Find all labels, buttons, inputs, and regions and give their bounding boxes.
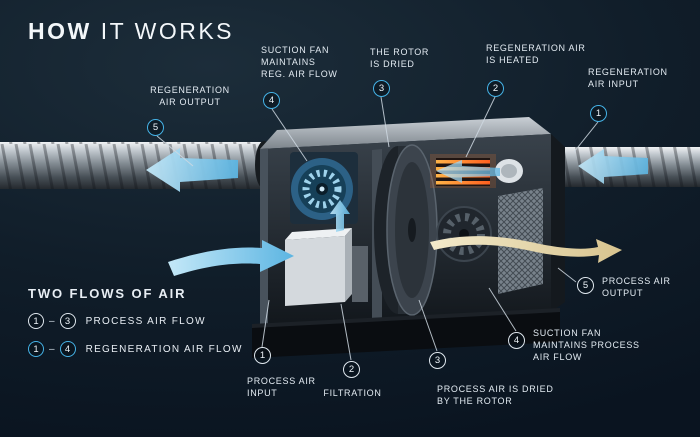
callout-number-regen-air-heated: 2	[487, 80, 504, 97]
callout-label-regen-air-input: REGENERATION AIR INPUT	[588, 67, 668, 90]
callout-number-process-air-input: 1	[254, 347, 271, 364]
legend-circle-process-to: 3	[59, 313, 76, 329]
callout-number-process-air-output: 5	[577, 277, 594, 294]
callout-label-rotor-is-dried: THE ROTOR IS DRIED	[370, 47, 430, 70]
legend-circle-process-from: 1	[28, 313, 44, 329]
callout-number-suction-fan-reg: 4	[263, 92, 280, 109]
callout-number-process-air-dried: 3	[429, 352, 446, 369]
process-output-arrow	[430, 236, 622, 263]
legend-dash: –	[49, 315, 55, 327]
callout-label-regen-air-heated: REGENERATION AIR IS HEATED	[486, 43, 586, 66]
cabinet-right-face	[551, 134, 565, 312]
callout-label-suction-fan-process: SUCTION FAN MAINTAINS PROCESS AIR FLOW	[533, 328, 640, 363]
legend: TWO FLOWS OF AIR 1 – 3 PROCESS AIR FLOW …	[28, 286, 243, 357]
legend-circle-regen-from: 1	[28, 341, 44, 357]
cabinet-left-edge	[260, 149, 268, 330]
legend-dash: –	[49, 343, 55, 355]
legend-row-regeneration: 1 – 4 REGENERATION AIR FLOW	[28, 341, 243, 357]
callout-number-rotor-is-dried: 3	[373, 80, 390, 97]
page-title-bold: HOW	[28, 18, 92, 44]
regen-input-arrow	[578, 149, 648, 184]
cabinet-top-face	[260, 117, 551, 149]
callout-label-regeneration-air-output: REGENERATION AIR OUTPUT	[150, 85, 230, 108]
callout-number-regeneration-air-output: 5	[147, 119, 164, 136]
callout-number-regen-air-input: 1	[590, 105, 607, 122]
legend-row-process: 1 – 3 PROCESS AIR FLOW	[28, 313, 243, 329]
legend-label-regeneration: REGENERATION AIR FLOW	[85, 343, 243, 355]
flow-arrows	[146, 148, 648, 276]
interior-up-arrow	[330, 200, 350, 232]
regen-output-arrow	[146, 148, 238, 192]
leader-lines	[156, 96, 599, 361]
legend-circle-regen-to: 4	[59, 341, 76, 357]
callout-number-filtration: 2	[343, 361, 360, 378]
rotor	[374, 144, 438, 316]
regen-inlet-disc	[495, 159, 523, 183]
process-input-arrow	[168, 240, 294, 276]
callout-label-filtration: FILTRATION	[323, 388, 382, 398]
page-title-light: IT WORKS	[100, 18, 235, 44]
callout-label-suction-fan-reg: SUCTION FAN MAINTAINS REG. AIR FLOW	[261, 45, 338, 80]
base	[252, 308, 560, 358]
legend-heading: TWO FLOWS OF AIR	[28, 286, 187, 301]
callout-label-process-air-dried: PROCESS AIR IS DRIED BY THE ROTOR	[437, 384, 554, 407]
legend-label-process: PROCESS AIR FLOW	[85, 315, 206, 327]
right-duct	[545, 147, 700, 187]
filter-housing	[285, 228, 368, 306]
callout-label-process-air-input: PROCESS AIR INPUT	[247, 376, 316, 399]
process-fan	[436, 206, 492, 262]
page-title: HOW IT WORKS	[28, 18, 234, 45]
heater-flow-arrow	[436, 160, 500, 183]
callout-label-process-air-output: PROCESS AIR OUTPUT	[602, 276, 671, 299]
callout-number-suction-fan-process: 4	[508, 332, 525, 349]
